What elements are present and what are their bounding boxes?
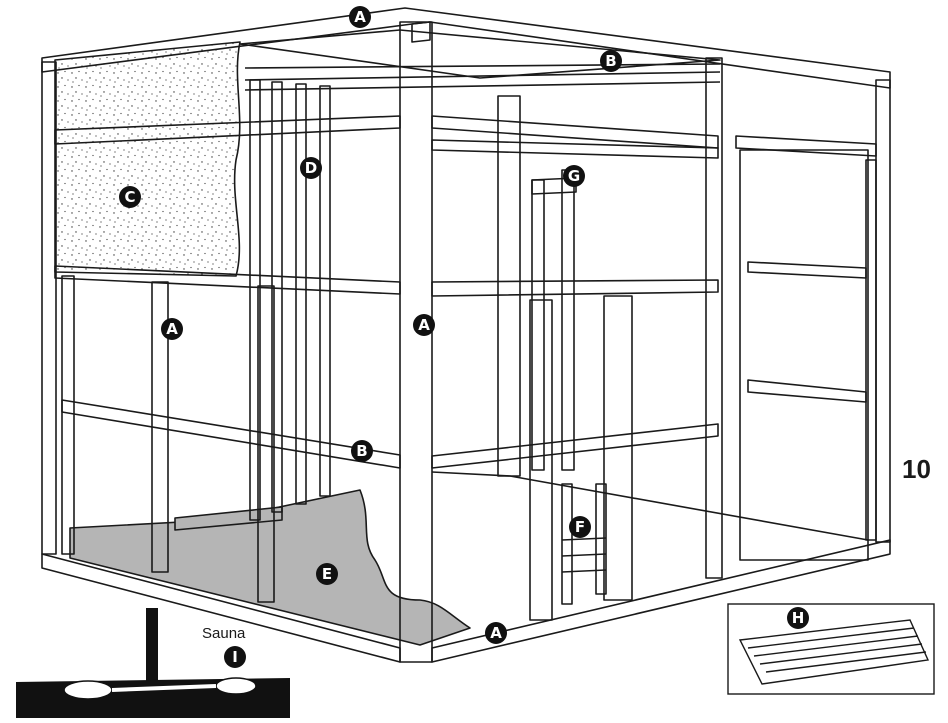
back-right-girt-mid	[747, 261, 867, 279]
svg-text:A: A	[490, 624, 502, 642]
sauna-inset: Sauna	[16, 608, 290, 718]
floor-membrane-back	[174, 506, 283, 531]
girt-left-mid	[54, 265, 401, 295]
ladder-f-rail-left	[561, 483, 573, 605]
back-bottom-plate	[431, 471, 869, 541]
svg-text:H: H	[792, 609, 805, 627]
inset-caption: Sauna	[202, 625, 246, 642]
bottom-plate-right	[431, 539, 891, 663]
g-brace	[531, 177, 577, 195]
svg-text:B: B	[356, 442, 367, 460]
girt-right-low	[431, 423, 719, 469]
interior-post-g2	[531, 179, 545, 471]
callout-a-left: A	[161, 318, 183, 340]
corner-post-left	[41, 61, 57, 555]
inset-heater-left	[63, 680, 113, 700]
svg-text:E: E	[322, 565, 332, 583]
callout-i: I	[224, 646, 246, 668]
decking-boards	[738, 619, 930, 685]
callout-g: G	[563, 165, 585, 187]
back-stud-2	[271, 81, 283, 513]
callout-e: E	[316, 563, 338, 585]
back-right-door-frame	[739, 149, 869, 561]
svg-text:D: D	[305, 159, 317, 177]
corner-post-front	[399, 21, 433, 663]
ceiling-joist-1	[239, 29, 721, 79]
figure-number: 10	[902, 454, 931, 484]
back-right-girt-low	[747, 379, 867, 403]
girt-left-low	[61, 399, 401, 469]
svg-text:A: A	[166, 320, 178, 338]
callout-b-top: B	[600, 50, 622, 72]
right-stud-3	[705, 57, 723, 579]
back-right-girt-top	[735, 135, 877, 157]
callout-d: D	[300, 157, 322, 179]
ceiling-joist-4	[244, 81, 721, 91]
callout-a-bottom: A	[485, 622, 507, 644]
callout-a-top: A	[349, 6, 371, 28]
svg-text:F: F	[575, 518, 585, 536]
ceiling-joist-3	[244, 71, 721, 81]
inset-stud	[146, 608, 158, 682]
decking-inset-border	[727, 603, 935, 695]
corner-post-right	[875, 79, 891, 543]
girt-left-upper	[54, 115, 401, 145]
ladder-f-rungs	[561, 537, 607, 573]
inset-pipe	[111, 684, 217, 692]
decking-inset	[727, 603, 935, 695]
svg-text:A: A	[354, 8, 366, 26]
callout-c: C	[119, 186, 141, 208]
svg-text:A: A	[418, 316, 430, 334]
ceiling-joist-2	[244, 63, 721, 69]
insulation-panel	[54, 41, 241, 277]
callout-f: F	[569, 516, 591, 538]
svg-text:C: C	[124, 188, 135, 206]
svg-text:I: I	[232, 648, 238, 666]
callout-h: H	[787, 607, 809, 629]
left-stud-1	[61, 275, 75, 555]
svg-text:B: B	[605, 52, 616, 70]
girt-right-top2	[431, 139, 719, 159]
back-right-post	[865, 159, 877, 541]
back-stud-3	[295, 83, 307, 505]
callout-a-center: A	[413, 314, 435, 336]
right-stud-1	[529, 299, 553, 621]
bottom-plate-left	[41, 553, 401, 663]
left-stud-3	[257, 285, 275, 603]
svg-text:G: G	[568, 167, 580, 185]
left-stud-2	[151, 281, 169, 573]
callout-b-middle: B	[351, 440, 373, 462]
interior-post-g3	[561, 169, 575, 471]
right-stud-2	[603, 295, 633, 601]
back-stud-4	[319, 85, 331, 497]
girt-right-mid	[431, 279, 719, 297]
floor-membrane	[69, 489, 471, 646]
inset-heater-right	[215, 677, 257, 695]
